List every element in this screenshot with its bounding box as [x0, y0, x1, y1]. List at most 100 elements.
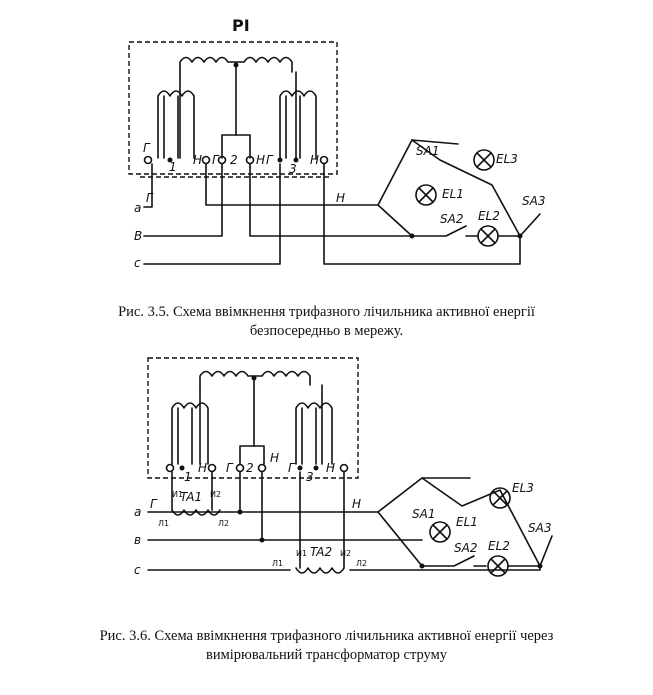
switch-sa3-blade	[539, 535, 553, 567]
phase-label-b: B	[134, 229, 142, 243]
terminal-label: 3	[306, 470, 314, 484]
node	[537, 563, 543, 569]
switch-sa2-label: SA2	[454, 541, 477, 555]
phase-label-c: c	[134, 563, 141, 577]
phase-b-output	[249, 163, 413, 237]
terminal	[207, 463, 217, 473]
node	[237, 509, 243, 515]
load-delta-outer	[377, 477, 541, 567]
meter-housing	[147, 357, 359, 479]
load-delta-left	[377, 511, 423, 567]
element-3-current-coil	[295, 402, 333, 465]
caption-line: вимірювальний трансформатор струму	[205, 647, 447, 663]
node	[409, 233, 415, 239]
terminal-mark-gen: Г	[143, 141, 151, 155]
lamp-el1-label: EL1	[456, 515, 478, 529]
ta1-secondary-start: И1	[172, 490, 183, 499]
element-2-link	[239, 445, 265, 465]
caption-line: Рис. 3.5. Схема ввімкнення трифазного лі…	[118, 304, 535, 320]
phase-mark-gen: Г	[146, 191, 154, 205]
ta1-primary-end: Л2	[218, 519, 229, 528]
ta2-label: TA2	[310, 545, 332, 559]
transformer-ta2: И1 TA2 И2 Л1 Л2	[272, 471, 367, 574]
phase-c-output	[323, 163, 521, 265]
terminal	[313, 465, 319, 471]
terminal-label: 2	[246, 461, 254, 475]
switch-sa1-label: SA1	[412, 507, 435, 521]
terminal-label: 3	[289, 162, 297, 176]
terminal	[293, 157, 299, 163]
lamp-el2-label: EL2	[488, 539, 510, 553]
terminal	[277, 157, 283, 163]
element-1-current-coil	[171, 402, 209, 465]
phase-b-input	[143, 163, 223, 237]
meter-label: PI	[232, 16, 250, 35]
lamp-el1-label: EL1	[442, 187, 464, 201]
element-3-current-coil	[279, 90, 317, 159]
terminal	[165, 463, 175, 473]
node	[517, 233, 523, 239]
ta2-primary-end: Л2	[356, 559, 367, 568]
terminal	[179, 465, 185, 471]
node	[251, 375, 257, 381]
figure-1-caption: Рис. 3.5. Схема ввімкнення трифазного лі…	[0, 303, 653, 341]
lamp-el2-label: EL2	[478, 209, 500, 223]
terminal-label: 1	[184, 470, 192, 484]
switch-sa2-label: SA2	[440, 212, 463, 226]
terminal-label: Н	[310, 153, 319, 167]
switch-sa2-blade	[411, 225, 467, 237]
caption-line: Рис. 3.6. Схема ввімкнення трифазного лі…	[99, 628, 554, 644]
lamp-el3-label: EL3	[512, 481, 534, 495]
terminal	[235, 463, 245, 473]
terminal	[257, 463, 267, 473]
lamp-el2-icon	[477, 225, 499, 247]
switch-sa3-label: SA3	[522, 194, 545, 208]
ta1-winding	[171, 509, 221, 516]
terminal-block-1: Г 1 Н Г 2 Н Г 3 Н	[143, 141, 329, 176]
phase-label-a: a	[134, 505, 141, 519]
terminal	[339, 463, 349, 473]
figure-1-diagram: PI Г 1 Н Г 2 Н Г	[128, 16, 545, 270]
transformer-ta1: И1 TA1 И2 Л1 Л2	[158, 471, 229, 528]
caption-line: безпосередньо в мережу.	[249, 323, 404, 339]
phase-label-a: a	[134, 201, 141, 215]
switch-sa2-blade	[421, 555, 475, 567]
figure-2-diagram: Н 1 Н Г 2 Г 3 Н И1 TA1 И2 Л1	[134, 357, 553, 577]
terminal-label: 2	[230, 153, 238, 167]
phase-c-input	[143, 163, 281, 265]
lamp-el2-icon	[487, 555, 509, 577]
terminal	[143, 155, 153, 165]
phase-label-b: в	[134, 533, 141, 547]
node	[419, 563, 425, 569]
load-delta-left	[377, 204, 413, 237]
terminal-label: Н	[198, 461, 207, 475]
ta2-secondary-start: И1	[296, 549, 307, 558]
lamp-el3-icon	[473, 149, 495, 171]
terminal-block-2: 1 Н Г 2 Г 3 Н	[165, 461, 349, 484]
phase-label-c: c	[134, 256, 141, 270]
terminal-label: Н	[326, 461, 335, 475]
ta2-secondary-end: И2	[340, 549, 351, 558]
ta2-winding	[295, 567, 345, 574]
element-2-link	[221, 134, 251, 159]
lamp-el1-icon	[429, 521, 451, 543]
switch-sa1-blade	[411, 139, 459, 145]
figure-2-caption: Рис. 3.6. Схема ввімкнення трифазного лі…	[0, 627, 653, 665]
load-mark: Н	[352, 497, 361, 511]
lamp-el1-icon	[415, 184, 437, 206]
terminal	[297, 465, 303, 471]
load-delta-outer	[377, 139, 521, 237]
switch-sa3-label: SA3	[528, 521, 551, 535]
element-1-current-coil	[157, 90, 195, 159]
switch-sa3-blade	[519, 213, 541, 237]
phase-a-input	[143, 163, 153, 208]
terminal-label: Г	[266, 153, 274, 167]
ta1-primary-start: Л1	[158, 519, 169, 528]
terminal-label: Г	[226, 461, 234, 475]
terminal-label: Н	[256, 153, 265, 167]
terminal-label: 1	[169, 160, 177, 174]
lamp-el3-label: EL3	[496, 152, 518, 166]
load-mark: Н	[336, 191, 345, 205]
